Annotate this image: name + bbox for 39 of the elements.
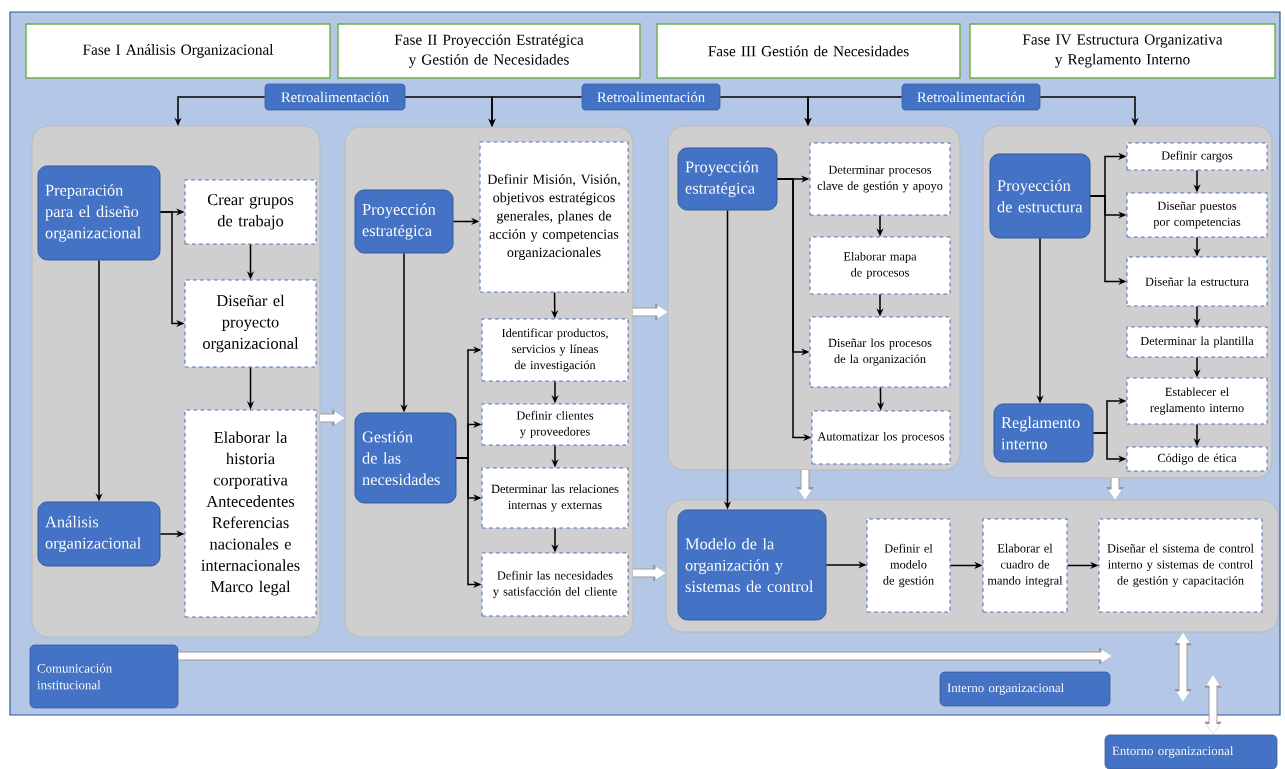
task-box: Elaborar el cuadro de mando integral xyxy=(982,518,1068,613)
stage-box: Proyección estratégica xyxy=(677,147,778,211)
stage-box: Modelo de la organización y sistemas de control xyxy=(677,509,827,621)
scope-label: Interno organizacional xyxy=(939,671,1111,707)
stage-box: Reglamento interno xyxy=(993,403,1094,463)
task-box: Determinar la plantilla xyxy=(1126,326,1268,358)
stage-box: Gestión de las necesidades xyxy=(354,412,457,504)
task-box: Crear grupos de trabajo xyxy=(184,179,317,245)
task-box: Elaborar la historia corporativa Antecedentes Referencias nacionales e internacionales Marco legal xyxy=(184,409,317,618)
feedback-label: Retroalimentación xyxy=(264,83,406,111)
feedback-label: Retroalimentación xyxy=(581,83,721,111)
task-box: Diseñar la estructura xyxy=(1126,256,1268,307)
scope-label: Entorno organizacional xyxy=(1104,734,1278,769)
task-box: Diseñar puestos por competencias xyxy=(1126,192,1268,238)
phase-header: Fase I Análisis Organizacional xyxy=(25,23,331,79)
task-box: Diseñar los procesos de la organización xyxy=(809,316,951,388)
task-box: Identificar productos, servicios y líneas de investigación xyxy=(481,318,629,382)
scope-label: Comunicación institucional xyxy=(29,644,179,709)
task-box: Definir Misión, Visión, objetivos estratégicos generales, planes de acción y competencias organizacionales xyxy=(479,141,629,293)
phase-header: Fase III Gestión de Necesidades xyxy=(656,23,961,79)
task-box: Diseñar el sistema de control interno y sistemas de control de gestión y capacitación xyxy=(1098,518,1263,613)
stage-box: Proyección de estructura xyxy=(989,153,1091,239)
task-box: Determinar procesos clave de gestión y apoyo xyxy=(809,142,951,216)
task-box: Elaborar mapa de procesos xyxy=(809,236,951,295)
stage-box: Análisis organizacional xyxy=(37,501,161,567)
task-box: Diseñar el proyecto organizacional xyxy=(184,279,317,368)
stage-box: Preparación para el diseño organizacional xyxy=(37,165,161,261)
stage-box: Proyección estratégica xyxy=(354,189,454,254)
phase-header: Fase II Proyección Estratégica y Gestión de Necesidades xyxy=(337,23,641,79)
task-box: Definir las necesidades y satisfacción del cliente xyxy=(481,552,629,617)
task-box: Definir clientes y proveedores xyxy=(481,403,629,446)
phase-header: Fase IV Estructura Organizativa y Reglamento Interno xyxy=(969,23,1276,79)
task-box: Código de ética xyxy=(1126,446,1268,472)
task-box: Establecer el reglamento interno xyxy=(1126,377,1268,425)
feedback-label: Retroalimentación xyxy=(901,83,1041,111)
task-box: Automatizar los procesos xyxy=(811,410,951,465)
task-box: Definir cargos xyxy=(1126,142,1268,171)
task-box: Determinar las relaciones internas y externas xyxy=(481,467,629,529)
task-box: Definir el modelo de gestión xyxy=(866,518,951,613)
